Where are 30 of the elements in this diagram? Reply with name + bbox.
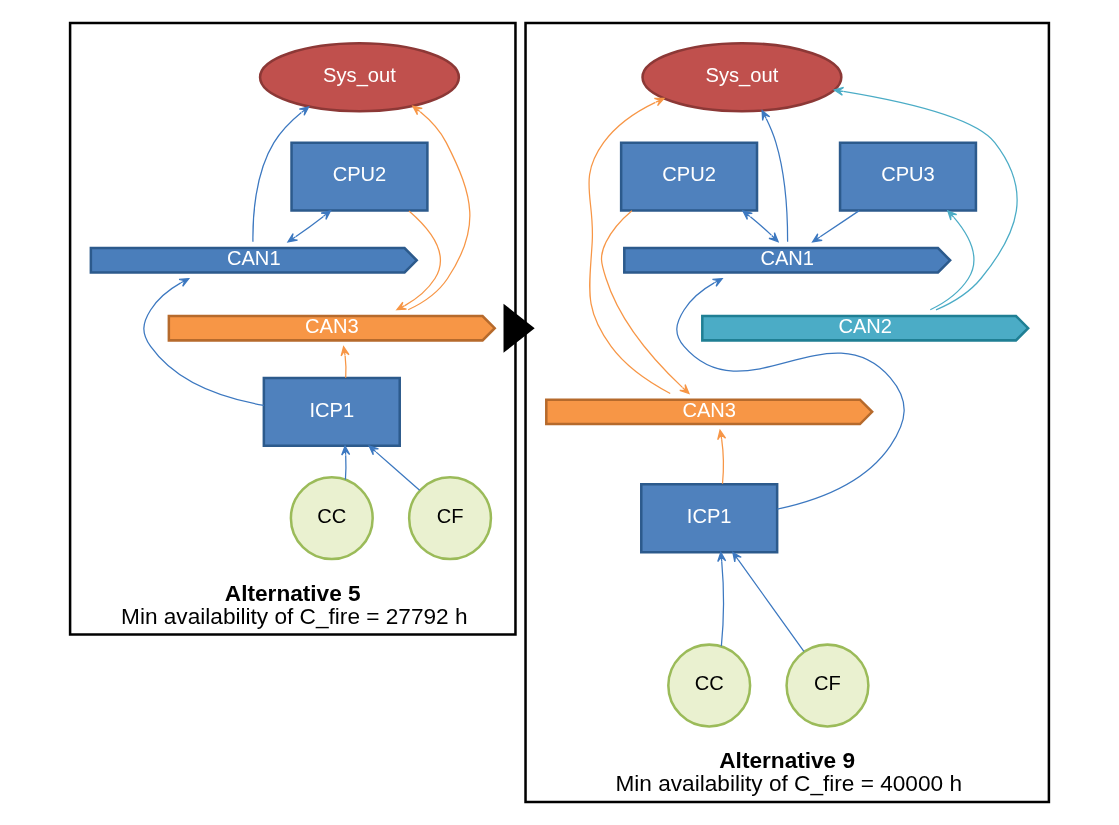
arrow (252, 106, 310, 243)
node-circle: CC (289, 476, 374, 561)
arrow (732, 551, 805, 652)
arrow (929, 210, 975, 311)
arrow (396, 210, 441, 311)
arrow (812, 210, 860, 243)
node-box: CPU2 (290, 141, 429, 212)
arrow (833, 86, 1018, 311)
node-circle: CF (785, 643, 870, 728)
arrow (341, 445, 351, 481)
arrow (588, 97, 671, 395)
arrow (287, 210, 332, 243)
node-circle: CC (667, 643, 752, 728)
arrow (368, 445, 421, 491)
arrow (503, 303, 535, 353)
arrow (717, 551, 727, 647)
arrow (761, 110, 789, 243)
node-box: CPU2 (619, 141, 759, 212)
node-ellipse: Sys_out (258, 42, 461, 113)
arrow (600, 210, 690, 395)
node-box: ICP1 (262, 376, 401, 448)
arrow (407, 105, 471, 311)
arrow (143, 278, 265, 407)
node-box: ICP1 (640, 482, 779, 554)
arrow (742, 210, 779, 243)
arrow (340, 346, 350, 379)
node-circle: CF (407, 476, 493, 561)
arrow (717, 429, 727, 485)
arrow (676, 278, 905, 510)
node-box: CPU3 (838, 141, 978, 212)
